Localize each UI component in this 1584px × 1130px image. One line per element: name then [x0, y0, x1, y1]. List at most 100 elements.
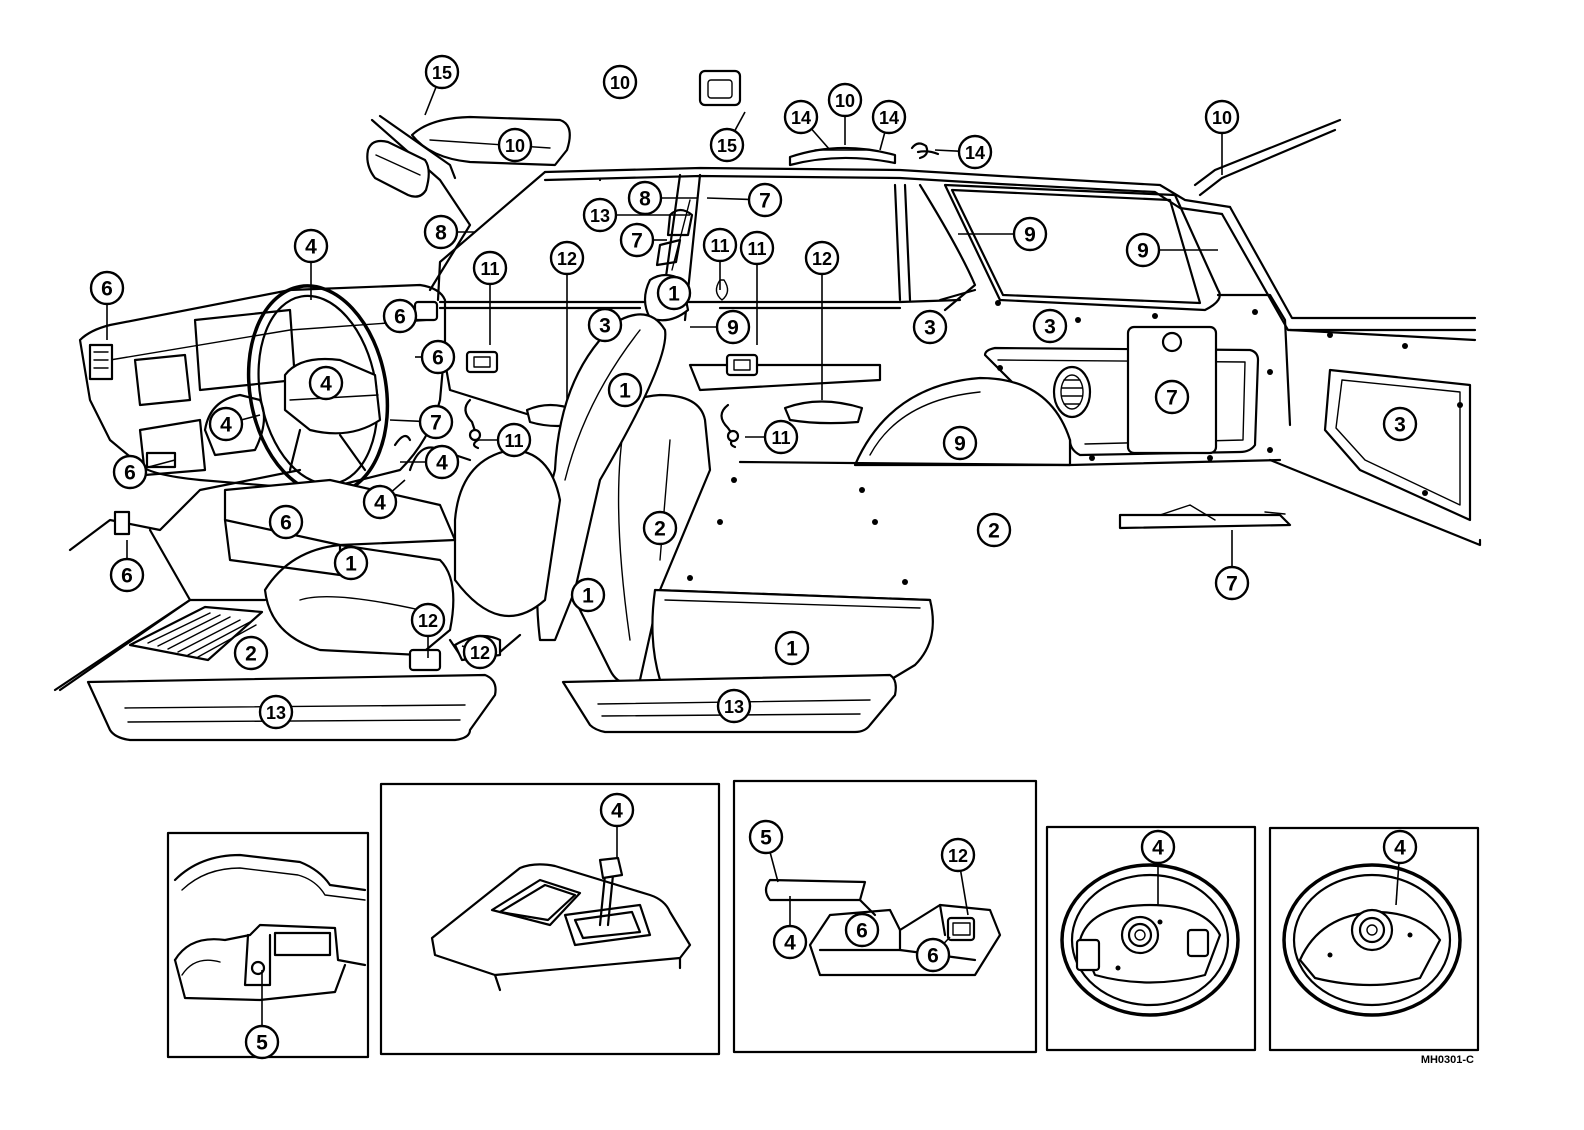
callout-main-4-wheel: 4 [293, 228, 329, 300]
door-beltline [438, 178, 962, 310]
callout-number: 12 [418, 611, 438, 631]
callout-circle [1204, 99, 1240, 135]
callout-number: 10 [1212, 108, 1232, 128]
callout-main-7-anchor: 7 [619, 222, 667, 258]
callout-number: 6 [101, 278, 113, 301]
callout-circle [258, 694, 294, 730]
callout-inset1-5: 5 [244, 970, 280, 1060]
callout-circle [112, 454, 148, 490]
callout-main-14-left: 14 [783, 99, 831, 151]
callout-number: 7 [759, 190, 771, 213]
callout-leader-line [934, 149, 960, 153]
callout-circle [1032, 308, 1068, 344]
callout-circle [1382, 829, 1418, 865]
callout-number: 12 [470, 643, 490, 663]
callout-number: 13 [724, 697, 744, 717]
callout-circle [89, 270, 125, 306]
callout-number: 1 [786, 638, 798, 661]
callout-number: 2 [654, 518, 666, 541]
callout-main-12-armrest-front: 12 [549, 240, 585, 400]
callout-main-13-scuff-front: 13 [258, 694, 294, 730]
callout-number: 13 [266, 703, 286, 723]
callout-circle [587, 307, 623, 343]
callout-circle [1140, 829, 1176, 865]
callout-circle [418, 404, 454, 440]
callout-number: 15 [717, 136, 737, 156]
callout-number: 10 [835, 91, 855, 111]
callout-circle [497, 127, 533, 163]
callout-main-12-seatlatch: 12 [461, 634, 498, 670]
callout-number: 9 [1024, 224, 1036, 247]
callout-circle [472, 250, 508, 286]
callout-circle [570, 577, 606, 613]
callout-number: 8 [435, 222, 447, 245]
callout-circle [774, 630, 810, 666]
callout-circle [747, 182, 783, 218]
callout-circle [423, 214, 459, 250]
callout-main-1-rearcushion: 1 [774, 630, 810, 666]
callout-number: 4 [1394, 837, 1406, 860]
callout-number: 11 [771, 428, 790, 448]
inset-2-frame [379, 782, 721, 1056]
callout-main-11-regulator-front: 11 [478, 422, 532, 458]
callout-circle [656, 275, 692, 311]
callout-inset3-4: 4 [772, 896, 808, 960]
callout-main-12-armrest-rear: 12 [804, 240, 840, 400]
callout-circle [976, 512, 1012, 548]
callout-circle [382, 298, 418, 334]
vehicle-interior-illustration [53, 69, 1482, 742]
callout-circle [607, 372, 643, 408]
callout-leader-line [1395, 862, 1400, 906]
callout-main-10-rear: 10 [1204, 99, 1240, 175]
headliner-outline [370, 114, 1477, 332]
callout-main-4-cluster: 4 [208, 406, 261, 442]
callout-number: 7 [430, 412, 442, 435]
roof-rail-pad [788, 142, 940, 167]
callout-number: 4 [784, 932, 796, 955]
callout-circle [1382, 406, 1418, 442]
callout-number: 4 [305, 236, 317, 259]
callout-main-10-roof: 10 [602, 64, 638, 100]
rear-door-trim [688, 288, 977, 449]
callout-inset4-4: 4 [1140, 829, 1176, 905]
callout-leader-line [391, 479, 406, 493]
callout-main-11-handle-rear: 11 [739, 230, 775, 345]
callout-leader-line [959, 870, 969, 916]
callout-number: 3 [1394, 414, 1406, 437]
callout-number: 11 [480, 259, 499, 279]
callout-circle [549, 240, 585, 276]
callout-circle [410, 602, 446, 638]
callout-main-12-seatrail: 12 [410, 602, 446, 658]
callout-circle [912, 309, 948, 345]
dome-lamp [698, 69, 742, 107]
callout-main-4-stalk: 4 [400, 444, 460, 480]
callout-circle [940, 837, 976, 873]
callout-number: 5 [760, 827, 772, 850]
callout-circle [1214, 565, 1250, 601]
callout-circle [293, 228, 329, 264]
callout-main-2-cargofloor: 2 [976, 512, 1012, 548]
callout-main-13-belt: 13 [582, 197, 690, 233]
callout-leader-line [879, 132, 886, 151]
callout-main-1-cushion-front: 1 [333, 545, 369, 581]
callout-main-3-reardoor: 3 [912, 309, 948, 345]
callout-circle [462, 634, 498, 670]
inset-4-frame [1045, 825, 1257, 1052]
callout-leader-line [241, 414, 261, 421]
callout-number: 12 [557, 249, 577, 269]
callout-circle [420, 339, 456, 375]
figure-code: MH0301-C [1421, 1054, 1474, 1066]
callout-main-10-visor: 10 [497, 127, 533, 163]
callout-main-9-rearwin: 9 [1125, 232, 1218, 268]
callout-main-2-frontfloor: 2 [233, 635, 269, 671]
callout-number: 14 [791, 108, 811, 128]
callout-number: 9 [954, 433, 966, 456]
callout-number: 10 [610, 73, 630, 93]
callout-main-13-scuff-rear: 13 [716, 688, 752, 724]
callout-number: 6 [927, 945, 939, 968]
callout-main-9-quarter: 9 [958, 216, 1048, 252]
callout-circle [739, 230, 775, 266]
callout-number: 1 [668, 283, 680, 306]
callout-circle [827, 82, 863, 118]
callout-number: 6 [124, 462, 136, 485]
